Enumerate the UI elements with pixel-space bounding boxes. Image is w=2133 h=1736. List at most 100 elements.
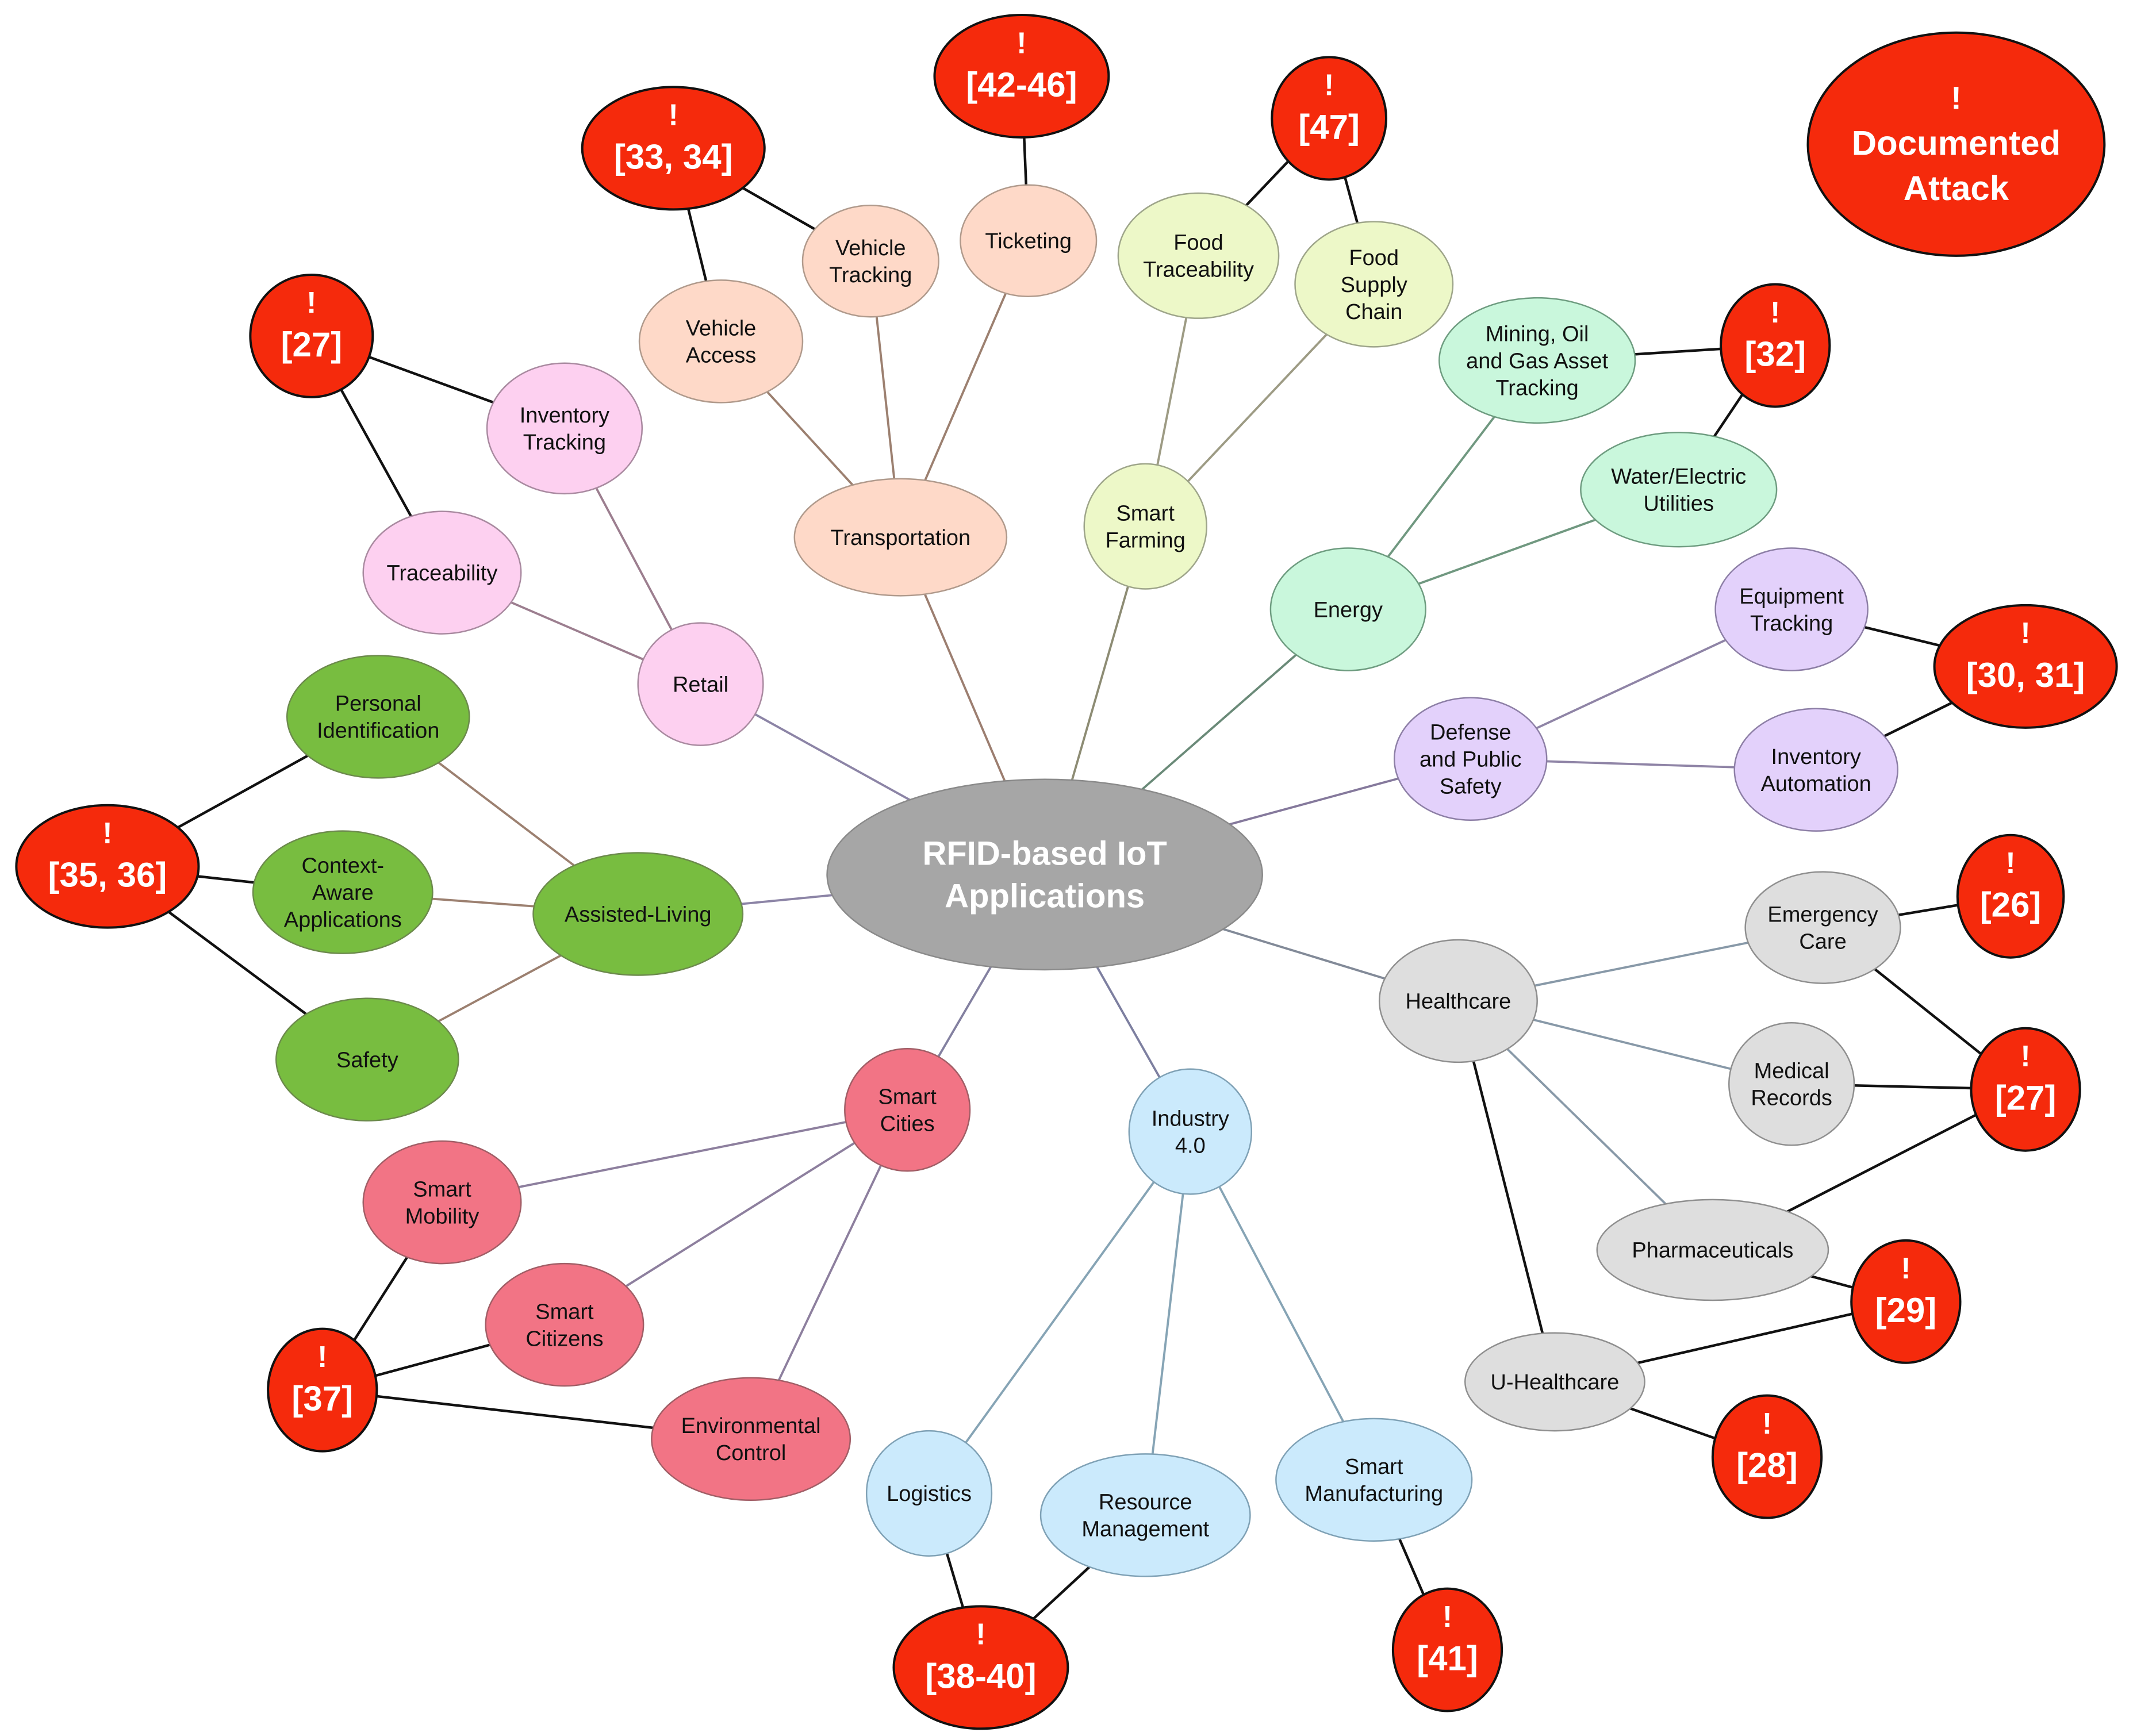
node-label-line: Records <box>1751 1086 1832 1111</box>
node-label-line: Tracking <box>829 263 912 287</box>
node-label-line: Tracking <box>1496 376 1579 400</box>
exclamation-icon: ! <box>1901 1252 1911 1285</box>
attack-bubble <box>933 14 1110 139</box>
node-bubble <box>826 778 1263 971</box>
node-label-line: Supply <box>1341 273 1407 297</box>
node-ticketing: Ticketing <box>960 184 1098 298</box>
attack-reference: [37] <box>291 1380 353 1418</box>
edge-smart_cities-smart_mobility <box>442 1108 908 1204</box>
node-label-line: Safety <box>1440 775 1502 799</box>
node-bubble <box>1083 463 1207 590</box>
node-bubble <box>362 510 522 635</box>
attack-a28: ![28] <box>1711 1394 1823 1519</box>
node-retail: Retail <box>637 622 764 746</box>
node-bubble <box>1580 432 1778 548</box>
attack-a38-40: ![38-40] <box>892 1605 1069 1730</box>
node-label-line: Transportation <box>831 526 971 550</box>
node-label-line: Access <box>686 344 756 368</box>
node-bubble <box>362 1140 522 1265</box>
attack-a29: ![29] <box>1850 1239 1962 1364</box>
attack-a27-retail: ![27] <box>249 273 374 398</box>
node-label: Transportation <box>831 526 971 550</box>
attack-reference: [30, 31] <box>1966 656 2085 694</box>
node-label-line: Smart <box>1117 501 1175 525</box>
attack-reference: [47] <box>1298 107 1360 146</box>
node-bubble <box>485 1262 644 1387</box>
node-bubble <box>1438 297 1636 424</box>
node-bubble <box>1294 221 1454 348</box>
node-label-line: Automation <box>1761 772 1871 796</box>
node-label-line: Logistics <box>887 1482 972 1506</box>
node-label-line: Emergency <box>1767 902 1878 927</box>
node-label-line: Care <box>1799 930 1846 954</box>
node-u-healthcare: U-Healthcare <box>1464 1332 1645 1432</box>
attack-reference: [28] <box>1736 1446 1798 1485</box>
node-logistics: Logistics <box>865 1430 993 1557</box>
node-label: U-Healthcare <box>1490 1370 1619 1395</box>
attack-bubble <box>1391 1587 1503 1712</box>
edge-healthcare-u_healthcare <box>1457 1000 1556 1382</box>
legend-label: Attack <box>1904 169 2009 208</box>
attack-reference: [32] <box>1744 335 1806 373</box>
exclamation-icon: ! <box>976 1618 985 1651</box>
exclamation-icon: ! <box>1770 296 1780 329</box>
node-label-line: Mining, Oil <box>1486 322 1589 346</box>
attack-bubble <box>1850 1239 1962 1364</box>
node-label-line: Smart <box>413 1177 471 1201</box>
node-label-line: Tracking <box>523 431 606 455</box>
node-label-line: Manufacturing <box>1305 1482 1443 1506</box>
node-label: Safety <box>336 1048 398 1072</box>
node-label-line: Cities <box>880 1112 935 1136</box>
exclamation-icon: ! <box>669 99 678 132</box>
attack-bubble <box>1720 283 1831 408</box>
node-label-line: Retail <box>673 673 728 697</box>
node-label-line: Applications <box>284 908 402 932</box>
attack-a47: ![47] <box>1271 56 1388 181</box>
exclamation-icon: ! <box>1443 1600 1452 1634</box>
node-bubble <box>1596 1199 1829 1301</box>
node-bubble <box>793 478 1008 597</box>
node-label-line: U-Healthcare <box>1490 1370 1619 1395</box>
exclamation-icon: ! <box>102 817 112 850</box>
attack-bubble <box>267 1327 378 1453</box>
attack-reference: [27] <box>1995 1079 2057 1117</box>
node-bubble <box>1393 697 1548 821</box>
node-label-line: Pharmaceuticals <box>1632 1239 1793 1263</box>
node-label-line: and Public <box>1420 748 1521 772</box>
node-bubble <box>1464 1332 1645 1432</box>
node-label-line: Vehicle <box>835 236 906 260</box>
exclamation-icon: ! <box>2005 847 2015 880</box>
attack-reference: [42-46] <box>966 66 1077 104</box>
node-transportation: Transportation <box>793 478 1008 597</box>
node-label-line: Healthcare <box>1406 990 1511 1014</box>
node-label: Healthcare <box>1406 990 1511 1014</box>
node-healthcare: Healthcare <box>1378 939 1538 1063</box>
attack-nodes: ![27]![33, 34]![42-46]![47]![32]![30, 31… <box>15 14 2118 1730</box>
